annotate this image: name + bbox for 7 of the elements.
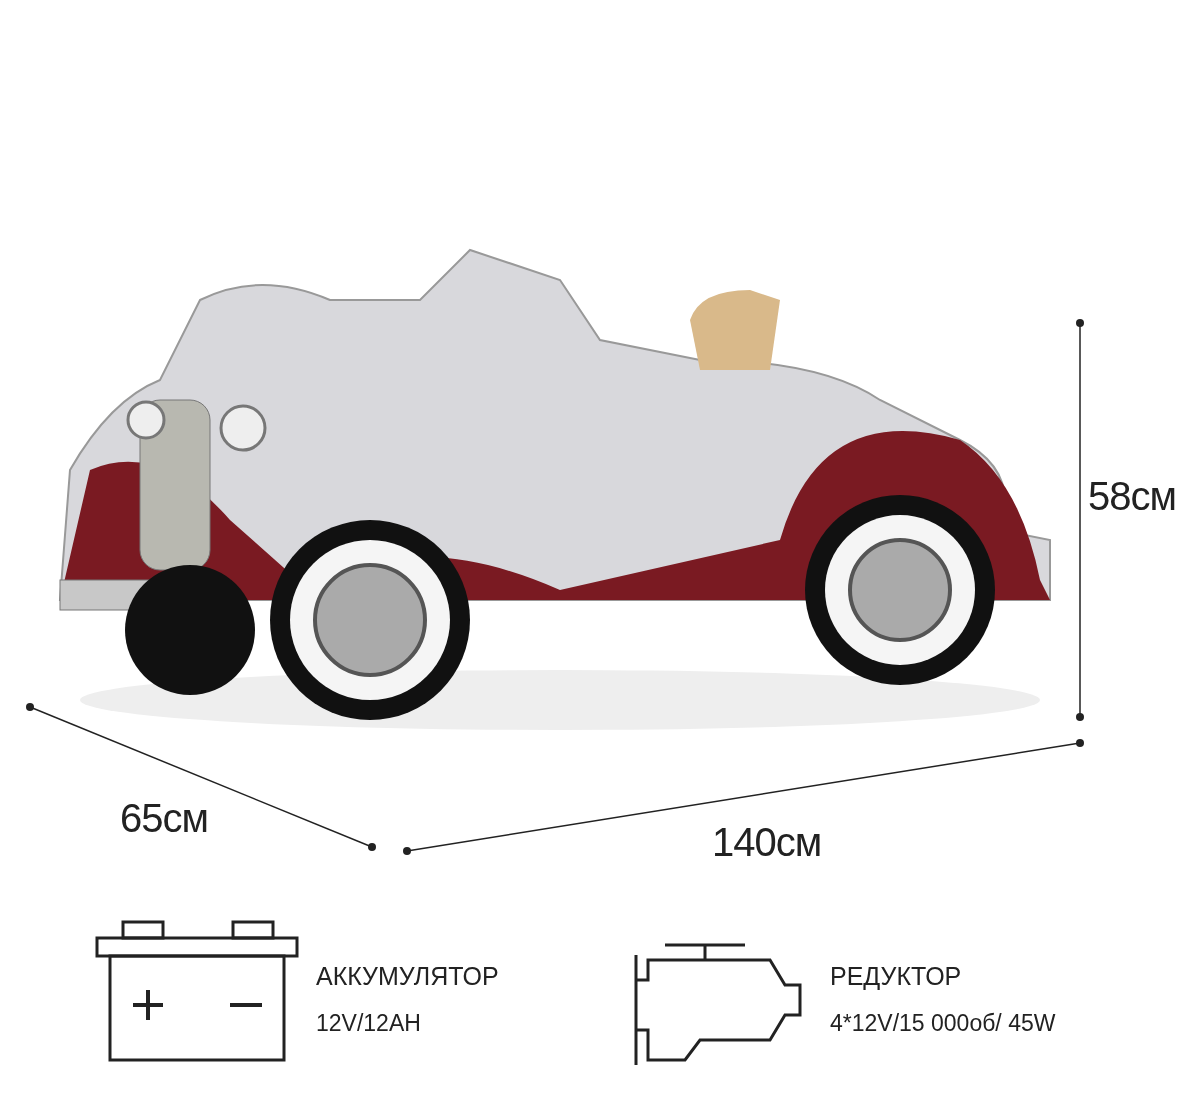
dimension-label: 65см (120, 795, 208, 842)
dimension-label: 140см (712, 819, 822, 866)
spec-value: 12V/12AH (316, 1009, 421, 1038)
spec-value: 4*12V/15 000об/ 45W (830, 1009, 1056, 1038)
spec-title: РЕДУКТОР (830, 961, 962, 992)
dimension-label: 58см (1088, 473, 1176, 520)
spec-title: АККУМУЛЯТОР (316, 961, 499, 992)
